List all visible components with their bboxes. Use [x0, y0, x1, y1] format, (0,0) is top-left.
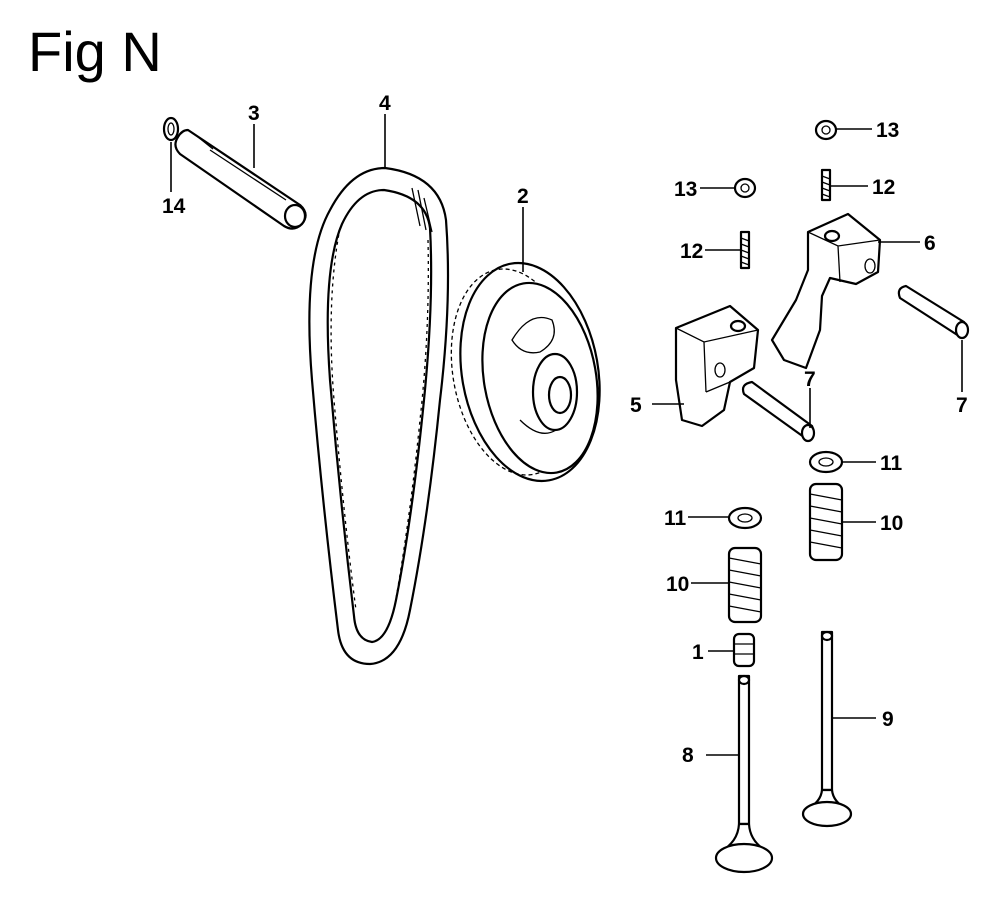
callout-11-right: 11: [880, 452, 903, 475]
callout-4: 4: [379, 92, 391, 115]
callout-10-right: 10: [880, 512, 903, 535]
callout-5: 5: [630, 394, 642, 417]
part-4-timing-belt[interactable]: [308, 166, 450, 666]
callout-12-right: 12: [872, 176, 895, 199]
callout-12-left: 12: [680, 240, 703, 263]
part-11-retainer-left[interactable]: [727, 506, 763, 530]
callout-9: 9: [882, 708, 894, 731]
callout-7-left: 7: [804, 368, 816, 391]
callout-2: 2: [517, 185, 529, 208]
part-10-valve-spring-left[interactable]: [727, 546, 763, 624]
part-9-valve[interactable]: [801, 630, 853, 828]
callout-1: 1: [692, 641, 704, 664]
part-10-valve-spring-right[interactable]: [808, 482, 844, 562]
part-6-rocker-arm[interactable]: [770, 212, 882, 370]
part-1-stem-seal[interactable]: [732, 632, 756, 668]
callout-13-left: 13: [674, 178, 697, 201]
leader-lines: [170, 114, 963, 756]
part-8-valve[interactable]: [714, 674, 774, 874]
part-13-nut-middle[interactable]: [733, 177, 757, 199]
part-7-rocker-shaft-right[interactable]: [897, 284, 970, 340]
figure-title: Fig N: [28, 20, 162, 83]
callout-7-right: 7: [956, 394, 968, 417]
callout-8: 8: [682, 744, 694, 767]
part-3-shaft[interactable]: [174, 128, 307, 230]
part-11-retainer-right[interactable]: [808, 450, 844, 474]
part-5-rocker-arm[interactable]: [674, 304, 760, 428]
callout-11-left: 11: [664, 507, 687, 530]
callout-10-left: 10: [666, 573, 689, 596]
part-14-o-ring[interactable]: [162, 116, 180, 142]
callout-13-right: 13: [876, 119, 899, 142]
part-7-rocker-shaft-left[interactable]: [741, 380, 816, 443]
callout-labels: 14 3 4 2 5 6 7 7 8 9 10 10 11 11 12 12 1…: [162, 92, 968, 767]
callout-3: 3: [248, 102, 260, 125]
callout-6: 6: [924, 232, 936, 255]
part-2-cam-pulley[interactable]: [436, 252, 616, 492]
part-12-adjusting-screw-left[interactable]: [739, 230, 751, 270]
callout-14: 14: [162, 195, 186, 218]
part-12-adjusting-screw-right[interactable]: [820, 168, 832, 202]
part-13-nut-top[interactable]: [814, 119, 838, 141]
